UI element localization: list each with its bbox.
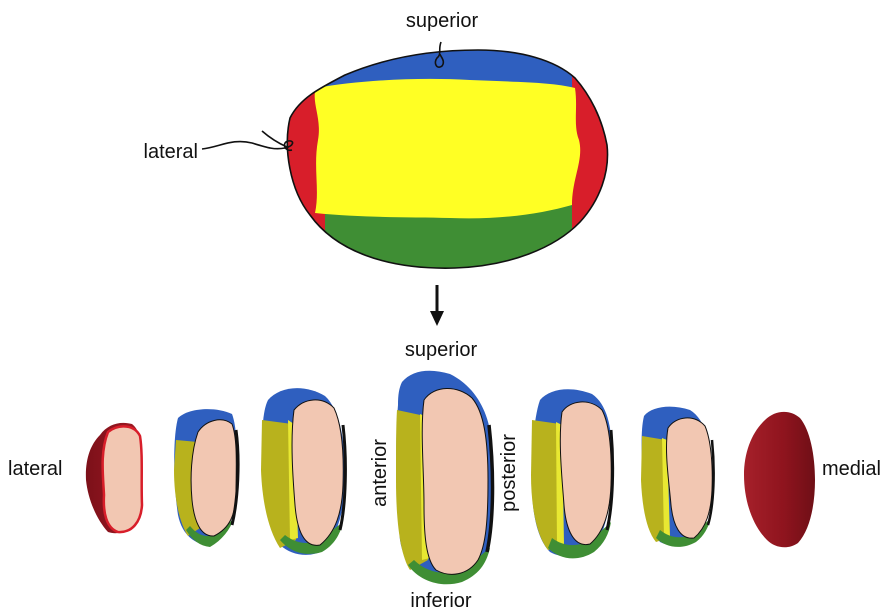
bottom-superior-label: superior [405, 339, 478, 361]
slice-series: superior inferior anterior posterior lat… [8, 339, 881, 612]
slice-3-section [292, 400, 343, 545]
slice-2-section [191, 420, 236, 536]
top-cross-section: superior lateral [144, 10, 620, 280]
slice-medial-end [744, 412, 815, 547]
slice-5 [531, 389, 613, 558]
lateral-pointer [202, 131, 293, 150]
down-arrow [430, 285, 444, 326]
bottom-lateral-label: lateral [8, 458, 62, 480]
bottom-inferior-label: inferior [410, 590, 471, 612]
slice-lateral-end [86, 423, 142, 533]
slice-5-section [560, 402, 611, 545]
central-region [315, 79, 581, 219]
slice-4 [396, 371, 493, 585]
slice-3 [261, 388, 345, 555]
top-lateral-label: lateral [144, 141, 198, 163]
posterior-label: posterior [498, 434, 520, 512]
slice-6-section [666, 418, 712, 538]
anterior-label: anterior [369, 439, 391, 507]
medial-label: medial [822, 458, 881, 480]
slice-2 [174, 409, 238, 547]
slice-6 [641, 407, 714, 547]
top-superior-label: superior [406, 10, 479, 32]
slice-4-section [422, 388, 488, 574]
